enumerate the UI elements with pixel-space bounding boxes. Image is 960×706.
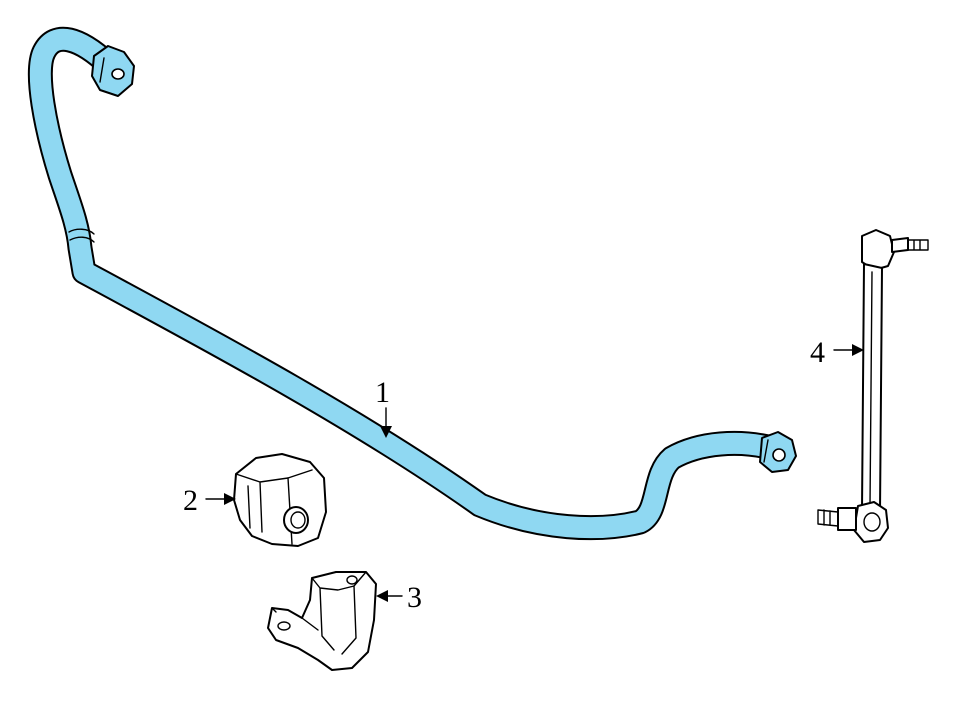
callout-2-arrow-head [224, 493, 236, 505]
callout-1: 1 [375, 376, 392, 438]
callout-3: 3 [376, 581, 422, 614]
callout-4-arrow-head [852, 344, 864, 356]
callout-1-label: 1 [375, 376, 390, 409]
bushing-body [233, 453, 327, 547]
stabilizer-bar-fill [29, 28, 783, 539]
callout-3-label: 3 [407, 581, 422, 614]
bracket [267, 571, 377, 671]
bracket-hole-top [346, 575, 358, 585]
link-lower-stud [837, 507, 857, 531]
bar-collar [68, 228, 95, 243]
bar-right-end [759, 431, 797, 473]
bracket-hole-flange [277, 621, 291, 631]
link-upper-stud [891, 237, 909, 253]
bushing [233, 453, 327, 547]
link [817, 229, 929, 543]
callout-2: 2 [183, 484, 236, 517]
link-lower-joint [853, 501, 889, 543]
callout-1-arrow-head [380, 426, 392, 438]
callout-3-arrow-head [376, 590, 388, 602]
callout-4: 4 [810, 336, 864, 369]
stabilizer-bar [27, 26, 797, 541]
callout-2-label: 2 [183, 484, 198, 517]
bar-left-end [91, 45, 135, 97]
callout-4-label: 4 [810, 336, 825, 369]
